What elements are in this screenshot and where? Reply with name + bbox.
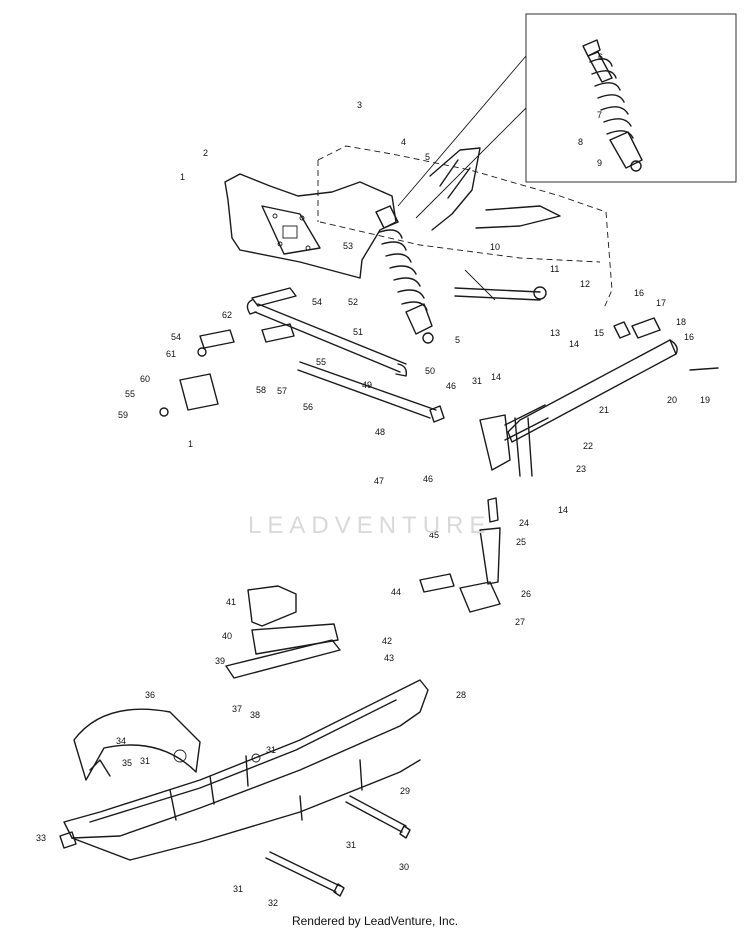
part-callout-55: 55: [316, 357, 327, 367]
rod-10: [454, 269, 547, 301]
part-callout-31: 31: [233, 884, 244, 894]
part-callout-54: 54: [312, 297, 323, 307]
part-callout-26: 26: [521, 589, 532, 599]
part-callout-46: 46: [423, 474, 434, 484]
part-callout-50: 50: [425, 366, 436, 376]
part-callout-10: 10: [490, 242, 501, 252]
part-callout-29: 29: [400, 786, 411, 796]
part-callout-60: 60: [140, 374, 151, 384]
ski-handle: [73, 708, 201, 781]
part-callout-31: 31: [472, 376, 483, 386]
part-callout-30: 30: [399, 862, 410, 872]
part-callout-52: 52: [348, 297, 359, 307]
part-callout-41: 41: [226, 597, 237, 607]
part-callout-16: 16: [634, 288, 645, 298]
part-callout-53: 53: [343, 241, 354, 251]
shock-assembly: [375, 205, 434, 344]
part-callout-20: 20: [667, 395, 678, 405]
part-callout-14: 14: [569, 339, 580, 349]
part-callout-62: 62: [222, 310, 233, 320]
part-callout-1: 1: [188, 439, 194, 449]
part-callout-2: 2: [203, 148, 209, 158]
part-callout-19: 19: [700, 395, 711, 405]
part-callout-3: 3: [357, 100, 363, 110]
part-callout-55: 55: [125, 389, 136, 399]
part-callout-16: 16: [684, 332, 695, 342]
part-callout-21: 21: [599, 405, 610, 415]
part-callout-58: 58: [256, 385, 267, 395]
ski-bolts: [59, 759, 411, 897]
shock-detail: [582, 39, 643, 172]
watermark: LEADVENTURE: [248, 512, 492, 539]
part-callout-25: 25: [516, 537, 527, 547]
part-callout-43: 43: [384, 653, 395, 663]
part-callout-27: 27: [515, 617, 526, 627]
part-callout-49: 49: [362, 380, 373, 390]
part-callout-31: 31: [346, 840, 357, 850]
part-callout-45: 45: [429, 530, 440, 540]
part-callout-42: 42: [382, 636, 393, 646]
part-callout-1: 1: [180, 172, 186, 182]
part-callout-56: 56: [303, 402, 314, 412]
part-callout-44: 44: [391, 587, 402, 597]
part-callout-15: 15: [594, 328, 605, 338]
part-callout-32: 32: [268, 898, 279, 908]
part-callout-14: 14: [558, 505, 569, 515]
brackets-left: [159, 287, 297, 417]
part-callout-14: 14: [491, 372, 502, 382]
part-callout-5: 5: [455, 335, 461, 345]
part-callout-4: 4: [401, 137, 407, 147]
part-callout-39: 39: [215, 656, 226, 666]
radius-rods: [246, 299, 445, 423]
part-callout-31: 31: [140, 756, 151, 766]
part-callout-8: 8: [578, 137, 584, 147]
part-callout-6: 6: [598, 52, 604, 62]
render-credit: Rendered by LeadVenture, Inc.: [291, 914, 459, 928]
part-callout-28: 28: [456, 690, 467, 700]
part-callout-13: 13: [550, 328, 561, 338]
ski-mount: [225, 585, 341, 679]
part-callout-18: 18: [676, 317, 687, 327]
part-callout-38: 38: [250, 710, 261, 720]
part-callout-37: 37: [232, 704, 243, 714]
part-callout-40: 40: [222, 631, 233, 641]
part-callout-36: 36: [145, 690, 156, 700]
part-callout-47: 47: [374, 476, 385, 486]
part-callout-35: 35: [122, 758, 133, 768]
front-frame: [224, 147, 561, 279]
part-callout-57: 57: [277, 386, 288, 396]
part-callout-33: 33: [36, 833, 47, 843]
shock-detail-frame: [525, 13, 737, 183]
part-callout-24: 24: [519, 518, 530, 528]
part-callout-11: 11: [550, 264, 560, 274]
part-callout-23: 23: [576, 464, 587, 474]
part-callout-7: 7: [597, 110, 603, 120]
part-callout-61: 61: [166, 349, 177, 359]
part-callout-9: 9: [597, 158, 603, 168]
part-callout-12: 12: [580, 279, 591, 289]
part-callout-34: 34: [116, 736, 127, 746]
part-callout-5: 5: [425, 152, 431, 162]
part-callout-31: 31: [266, 745, 277, 755]
part-callout-54: 54: [171, 332, 182, 342]
part-callout-51: 51: [353, 327, 364, 337]
part-callout-22: 22: [583, 441, 594, 451]
spindle: [419, 404, 549, 613]
part-callout-48: 48: [375, 427, 386, 437]
part-callout-17: 17: [656, 298, 667, 308]
part-callout-59: 59: [118, 410, 129, 420]
part-callout-46: 46: [446, 381, 457, 391]
ski: [63, 679, 429, 861]
